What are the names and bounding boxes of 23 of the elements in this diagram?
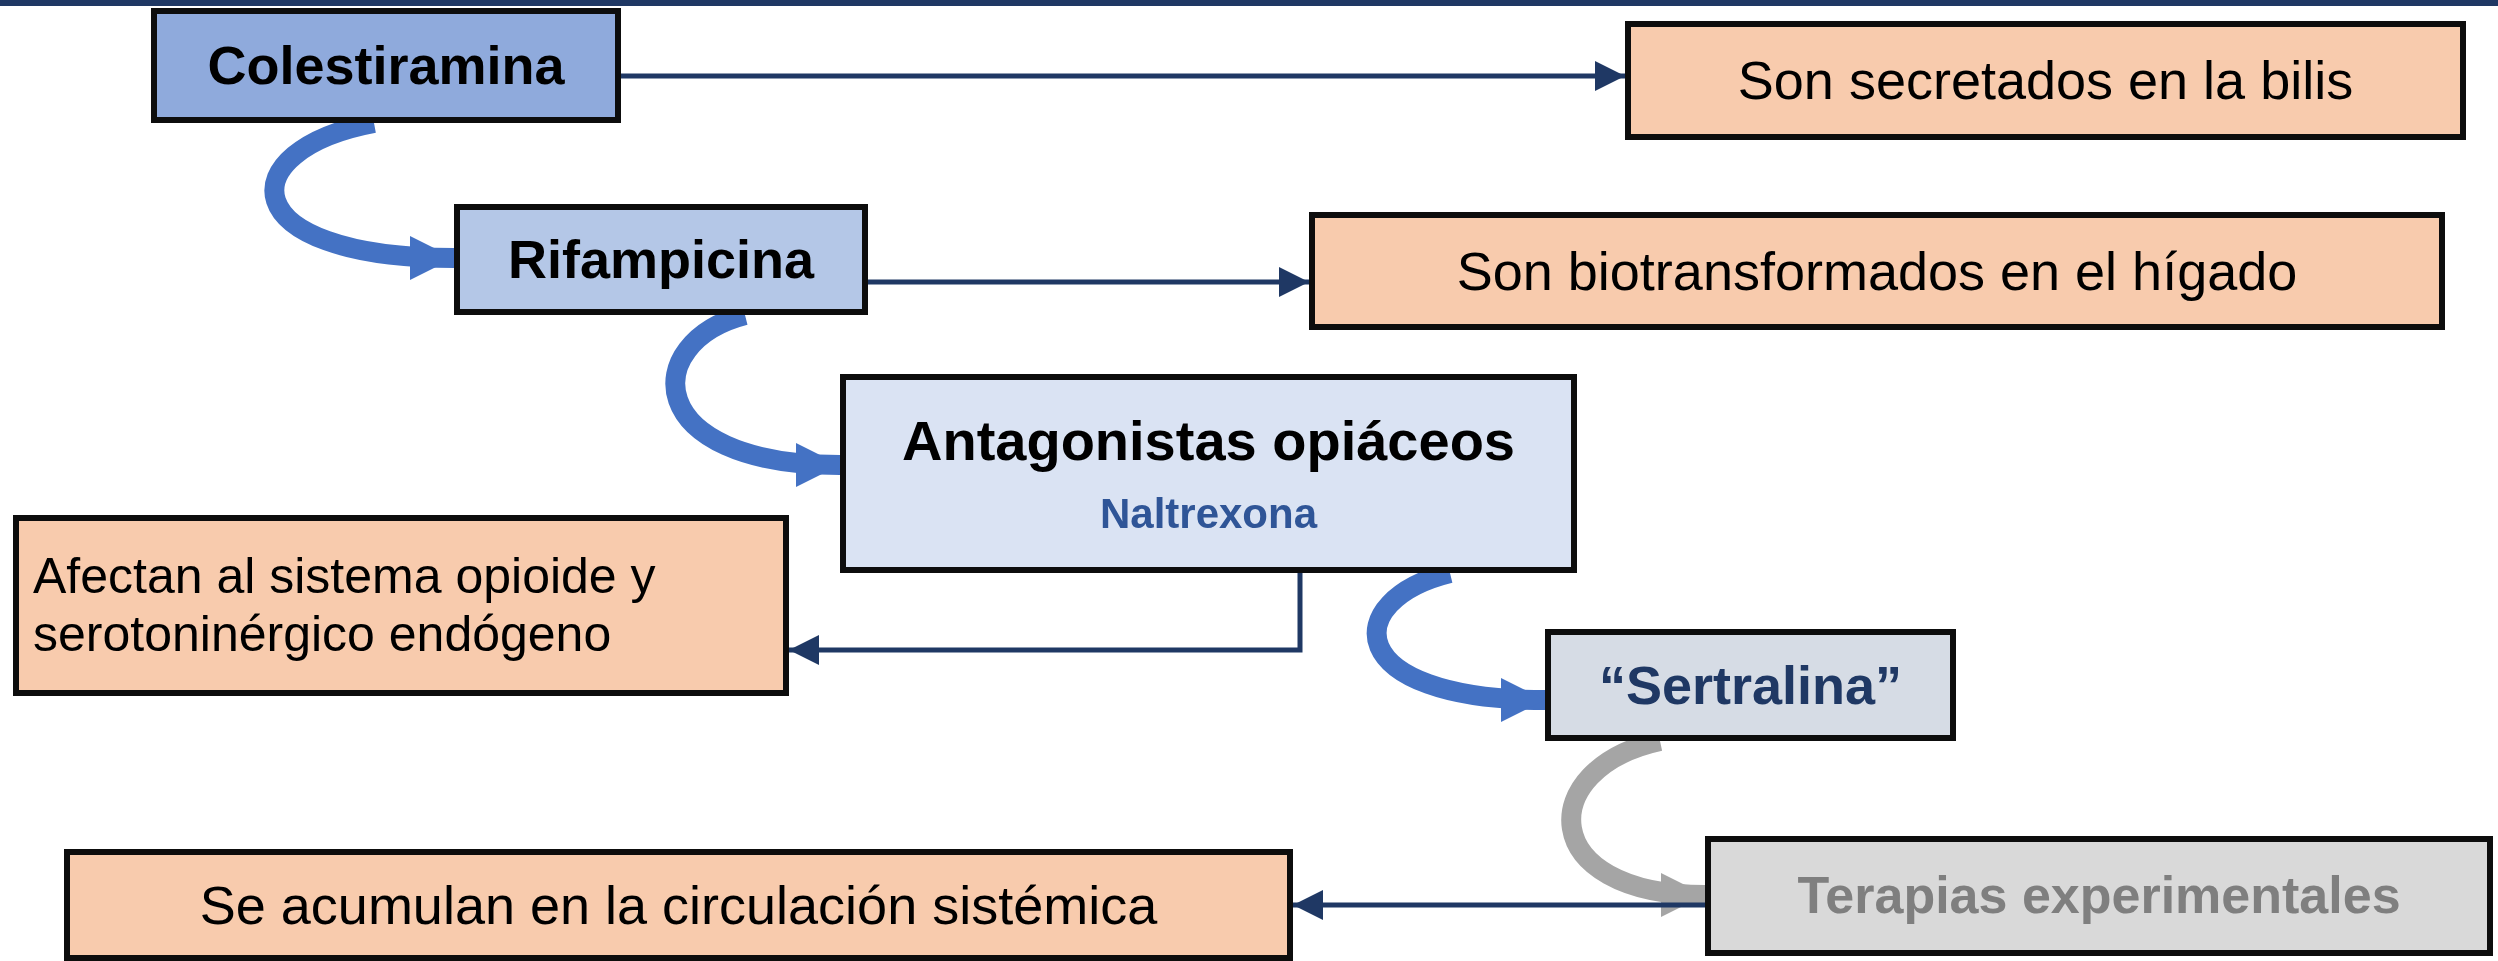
text-box <box>840 374 1577 573</box>
box-label: Afectan al sistema opioide y serotoninérgico endógeno <box>33 548 657 663</box>
box-label: “Sertralina” <box>1598 653 1903 717</box>
box-label: Se acumulan en la circulación sistémica <box>199 873 1158 937</box>
box-label: Son biotransformados en el hígado <box>1456 239 2298 303</box>
arrow <box>621 61 1625 91</box>
text-box <box>1625 21 2466 140</box>
box-label: Colestiramina <box>207 34 565 97</box>
box-label: Son secretados en la bilis <box>1737 49 2354 112</box>
text-box <box>1545 629 1956 741</box>
text-box <box>1705 836 2493 956</box>
box-label: Antagonistas opiáceos <box>902 409 1515 474</box>
text-box <box>13 515 789 696</box>
box-label: Terapias experimentales <box>1797 866 2401 926</box>
text-box <box>454 204 868 315</box>
arrow <box>868 267 1309 297</box>
text-box <box>151 8 621 123</box>
text-box <box>1309 212 2445 330</box>
box-label: Rifampicina <box>507 228 815 291</box>
text-box <box>64 849 1293 961</box>
box-sublabel: Naltrexona <box>1099 489 1318 538</box>
arrow <box>789 573 1303 665</box>
arrow <box>1293 890 1705 920</box>
